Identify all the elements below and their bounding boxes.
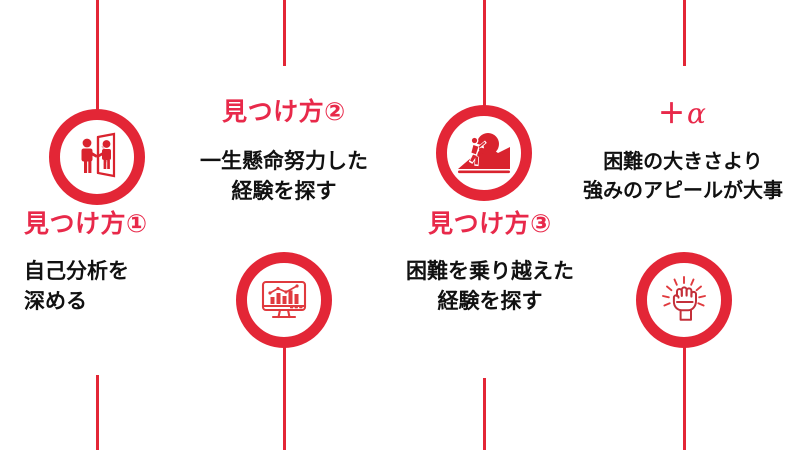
plus-alpha-heading: ＋α xyxy=(566,97,800,130)
step-2-icon-badge[interactable] xyxy=(236,252,332,348)
plus-alpha-heading-prefix: ＋ xyxy=(658,99,688,129)
step-2-body-line-1: 一生懸命努力した xyxy=(200,149,368,173)
connector-line-1-top xyxy=(96,0,99,110)
plus-alpha-heading-symbol: α xyxy=(687,97,708,130)
raised-fist-power-icon xyxy=(656,272,712,328)
plus-alpha-text-group: ＋α 困難の大きさより 強みのアピールが大事 xyxy=(566,97,800,205)
plus-alpha-body-line-2: 強みのアピールが大事 xyxy=(583,179,783,202)
step-3-text-group: 見つけ方③ 困難を乗り越えた 経験を探す xyxy=(382,210,598,316)
step-1-body-line-1: 自己分析を xyxy=(24,259,129,283)
step-2-body-line-2: 経験を探す xyxy=(231,179,337,203)
step-2-body: 一生懸命努力した 経験を探す xyxy=(178,147,390,207)
step-3-icon-badge[interactable] xyxy=(436,105,532,201)
step-1-body-line-2: 深める xyxy=(24,289,87,313)
connector-line-1-bottom xyxy=(96,375,99,450)
person-pushing-boulder-icon xyxy=(454,125,514,181)
mirror-self-reflection-icon xyxy=(68,128,126,186)
connector-line-2-top xyxy=(283,0,286,66)
connector-line-3-top xyxy=(483,0,486,106)
step-3-heading: 見つけ方③ xyxy=(428,210,552,238)
step-3-body-line-2: 経験を探す xyxy=(437,289,543,313)
plus-alpha-body-line-1: 困難の大きさより xyxy=(603,151,763,174)
step-1-body: 自己分析を 深める xyxy=(24,257,148,317)
connector-line-2-bottom xyxy=(283,345,286,450)
step-2-heading: 見つけ方② xyxy=(222,98,346,126)
connector-line-4-top xyxy=(683,0,686,66)
step-3-body-line-1: 困難を乗り越えた xyxy=(406,259,574,283)
monitor-bar-chart-icon xyxy=(256,272,312,328)
step-1-icon-badge[interactable] xyxy=(49,109,145,205)
plus-alpha-icon-badge[interactable] xyxy=(636,252,732,348)
step-2-text-group: 見つけ方② 一生懸命努力した 経験を探す xyxy=(178,98,390,206)
plus-alpha-body: 困難の大きさより 強みのアピールが大事 xyxy=(566,148,800,205)
step-1-text-group: 見つけ方① 自己分析を 深める xyxy=(24,210,148,316)
connector-line-3-bottom xyxy=(483,378,486,450)
connector-line-4-bottom xyxy=(683,345,686,450)
step-3-body: 困難を乗り越えた 経験を探す xyxy=(382,257,598,317)
step-1-heading: 見つけ方① xyxy=(24,210,148,238)
